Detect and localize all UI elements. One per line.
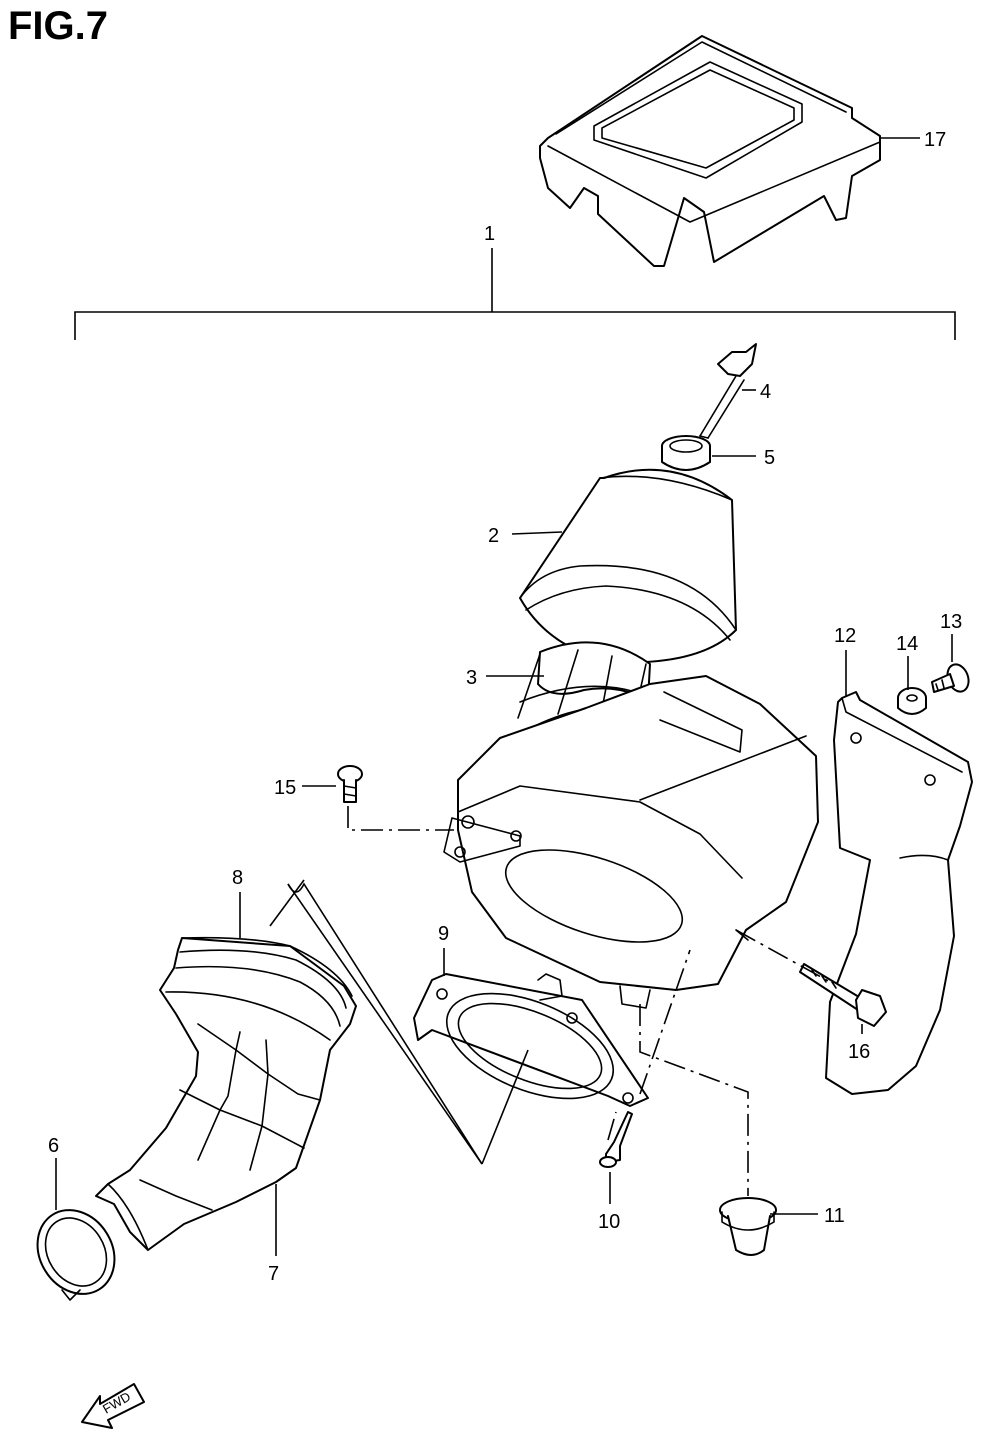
callout-3: 3: [466, 667, 477, 689]
callout-14: 14: [896, 633, 918, 655]
callout-15: 15: [274, 777, 296, 799]
callout-16: 16: [848, 1041, 870, 1063]
callout-10: 10: [598, 1211, 620, 1233]
callout-12: 12: [834, 625, 856, 647]
callout-8: 8: [232, 867, 243, 889]
callout-13: 13: [940, 611, 962, 633]
part-13-bolt: [931, 663, 970, 693]
callout-17: 17: [924, 129, 946, 151]
forward-arrow-icon: FWD: [81, 1383, 145, 1429]
part-17-cover: [539, 35, 881, 267]
part-9-flange-joint: [413, 973, 649, 1107]
callout-9: 9: [438, 923, 449, 945]
part-11-grommet: [719, 1197, 777, 1256]
part-12-side-plate: [825, 691, 973, 1095]
callout-2: 2: [488, 525, 499, 547]
leader-lines: [55, 137, 953, 1256]
part-5-seal-ring: [661, 435, 711, 471]
part-15-screw: [337, 765, 363, 803]
callout-11: 11: [824, 1205, 845, 1227]
part-7-intake-pipe: [95, 936, 357, 1251]
part-10-screw: [599, 1111, 633, 1168]
callout-4: 4: [760, 381, 771, 403]
part-14-collar: [897, 687, 927, 715]
part-1-assembly-bracket: [74, 248, 956, 340]
figure-title: FIG.7: [8, 4, 109, 48]
part-2-air-filter: [519, 468, 737, 664]
callout-5: 5: [764, 447, 775, 469]
part-16-bolt: [799, 963, 887, 1027]
callout-7: 7: [268, 1263, 279, 1285]
callout-1: 1: [484, 223, 495, 245]
part-1-air-cleaner-case: [443, 675, 819, 1009]
callout-6: 6: [48, 1135, 59, 1157]
part-4-wing-bolt: [699, 343, 757, 439]
part-6-clamp: [36, 1209, 116, 1301]
callouts: 1 2 3 4 5 6 7 8 9 10 11 12 13 14 15 16 1…: [48, 129, 962, 1285]
